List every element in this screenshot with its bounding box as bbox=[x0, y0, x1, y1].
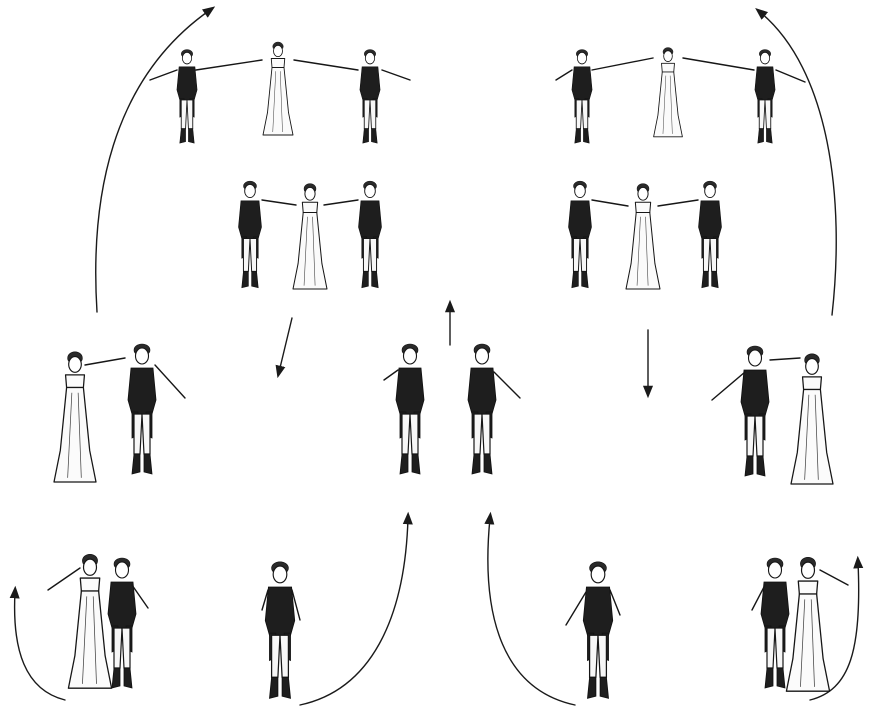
trio-top-right-open bbox=[556, 48, 805, 144]
lady-figure bbox=[786, 557, 829, 691]
curl-bottom-center-left-arrow bbox=[300, 518, 408, 705]
man-figure bbox=[569, 181, 592, 288]
arrow-left-down bbox=[279, 318, 292, 372]
couple-bottom-right bbox=[752, 557, 848, 691]
man-figure bbox=[360, 50, 380, 144]
man-figure bbox=[108, 558, 136, 688]
lady-figure bbox=[54, 352, 96, 482]
curl-bottom-center-right-arrow bbox=[488, 518, 575, 705]
man-figure bbox=[265, 562, 294, 699]
man-figure bbox=[741, 346, 769, 476]
man-figure bbox=[468, 344, 496, 474]
arc-right-up-arrow bbox=[760, 12, 836, 315]
man-figure bbox=[396, 344, 424, 474]
man-figure bbox=[239, 181, 262, 288]
man-figure bbox=[583, 562, 612, 699]
man-figure bbox=[761, 558, 789, 688]
lady-figure bbox=[626, 184, 660, 289]
man-figure bbox=[699, 181, 722, 288]
man-figure bbox=[359, 181, 382, 288]
pair-center bbox=[384, 344, 520, 474]
lady-figure bbox=[293, 184, 327, 289]
arc-left-up-arrow bbox=[96, 10, 210, 312]
couple-middle-left bbox=[54, 344, 185, 482]
man-figure bbox=[177, 50, 197, 144]
trio-right-joined bbox=[569, 181, 722, 289]
solo-bottom-center-left bbox=[262, 562, 300, 699]
man-figure bbox=[572, 50, 592, 144]
couple-bottom-left bbox=[48, 554, 148, 688]
lady-figure bbox=[654, 48, 683, 137]
solo-bottom-center-right bbox=[566, 562, 620, 699]
man-figure bbox=[128, 344, 156, 474]
trio-top-left-open bbox=[150, 42, 410, 143]
curl-bottom-left-arrow bbox=[15, 592, 65, 700]
lady-figure bbox=[68, 554, 111, 688]
lady-figure bbox=[791, 354, 833, 484]
couple-middle-right bbox=[712, 346, 833, 484]
man-figure bbox=[755, 50, 775, 144]
lady-figure bbox=[263, 42, 293, 135]
trio-left-joined bbox=[239, 181, 382, 289]
